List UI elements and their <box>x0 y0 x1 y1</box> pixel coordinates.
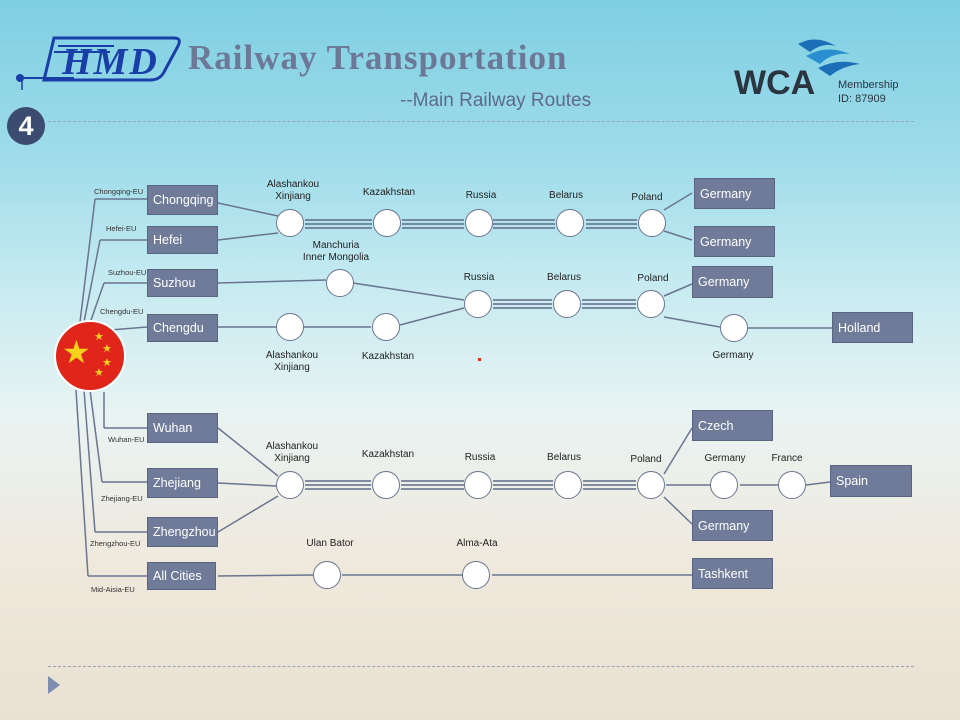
destination-box-germany: Germany <box>692 266 773 298</box>
membership-label: Membership <box>838 79 899 91</box>
station-node <box>553 290 581 318</box>
station-label: Germany <box>712 350 754 361</box>
station-label: Kazakhstan <box>362 187 416 198</box>
station-node <box>313 561 341 589</box>
station-label: Poland <box>637 273 669 284</box>
station-node <box>465 209 493 237</box>
destination-box-holland: Holland <box>832 312 913 343</box>
marker-dot <box>478 358 481 361</box>
station-node <box>276 209 304 237</box>
destination-box-germany: Germany <box>694 226 775 257</box>
origin-box-wuhan: Wuhan <box>147 413 218 443</box>
station-node <box>372 313 400 341</box>
route-label: Suzhou-EU <box>108 268 147 277</box>
station-label: Poland <box>630 454 662 465</box>
station-node <box>326 269 354 297</box>
station-label: Poland <box>631 192 663 203</box>
route-label: Mid-Aisia-EU <box>91 585 135 594</box>
origin-box-chengdu: Chengdu <box>147 314 218 342</box>
station-node <box>637 290 665 318</box>
route-label: Chongqing-EU <box>94 187 144 196</box>
station-label: France <box>771 453 803 464</box>
route-label: Hefei-EU <box>106 224 137 233</box>
station-node <box>372 471 400 499</box>
station-label: Manchuria Inner Mongolia <box>302 240 370 263</box>
wca-birds-icon <box>798 39 860 76</box>
station-node <box>276 471 304 499</box>
station-node <box>556 209 584 237</box>
next-arrow-icon[interactable] <box>48 676 60 694</box>
origin-box-hefei: Hefei <box>147 226 218 254</box>
destination-box-czech: Czech <box>692 410 773 441</box>
station-label: Belarus <box>549 190 583 201</box>
route-label: Wuhan-EU <box>108 435 145 444</box>
origin-box-chongqing: Chongqing <box>147 185 218 215</box>
station-node <box>638 209 666 237</box>
membership-info: Membership ID: 87909 <box>838 78 899 106</box>
station-label: Russia <box>464 452 496 463</box>
route-label: Zhejiang-EU <box>101 494 143 503</box>
origin-box-suzhou: Suzhou <box>147 269 218 297</box>
station-label: Belarus <box>547 452 581 463</box>
route-label: Chengdu-EU <box>100 307 144 316</box>
station-label: Ulan Bator <box>306 538 354 549</box>
bottom-divider <box>48 666 914 667</box>
station-node <box>464 471 492 499</box>
station-label: Alashankou Xinjiang <box>265 441 319 464</box>
destination-box-germany: Germany <box>694 178 775 209</box>
company-logo: HMD <box>62 41 159 83</box>
station-label: Belarus <box>547 272 581 283</box>
station-node <box>554 471 582 499</box>
route-label: Zhengzhou-EU <box>90 539 141 548</box>
station-label: Kazakhstan <box>361 351 415 362</box>
destination-box-germany: Germany <box>692 510 773 541</box>
station-label: Alma-Ata <box>456 538 498 549</box>
step-number-badge: 4 <box>7 107 45 145</box>
logo-swoosh-icon <box>16 36 181 90</box>
station-node <box>710 471 738 499</box>
station-label: Germany <box>704 453 746 464</box>
top-divider <box>48 121 914 122</box>
origin-box-all-cities: All Cities <box>147 562 216 590</box>
station-node <box>276 313 304 341</box>
station-label: Russia <box>465 190 497 201</box>
station-node <box>462 561 490 589</box>
station-node <box>637 471 665 499</box>
station-node <box>720 314 748 342</box>
origin-box-zhengzhou: Zhengzhou <box>147 517 218 547</box>
station-node <box>373 209 401 237</box>
station-label: Russia <box>463 272 495 283</box>
station-node <box>464 290 492 318</box>
destination-box-spain: Spain <box>830 465 912 497</box>
page-title: Railway Transportation <box>188 38 568 77</box>
station-node <box>778 471 806 499</box>
membership-id: ID: 87909 <box>838 93 886 105</box>
destination-box-tashkent: Tashkent <box>692 558 773 589</box>
station-label: Alashankou Xinjiang <box>266 179 320 202</box>
station-label: Alashankou Xinjiang <box>265 350 319 373</box>
wca-logo: WCA <box>734 64 816 102</box>
origin-box-zhejiang: Zhejiang <box>147 468 218 498</box>
china-flag-icon: ★ ★ ★ ★ ★ <box>54 320 126 392</box>
page-subtitle: --Main Railway Routes <box>400 90 592 111</box>
station-label: Kazakhstan <box>361 449 415 460</box>
